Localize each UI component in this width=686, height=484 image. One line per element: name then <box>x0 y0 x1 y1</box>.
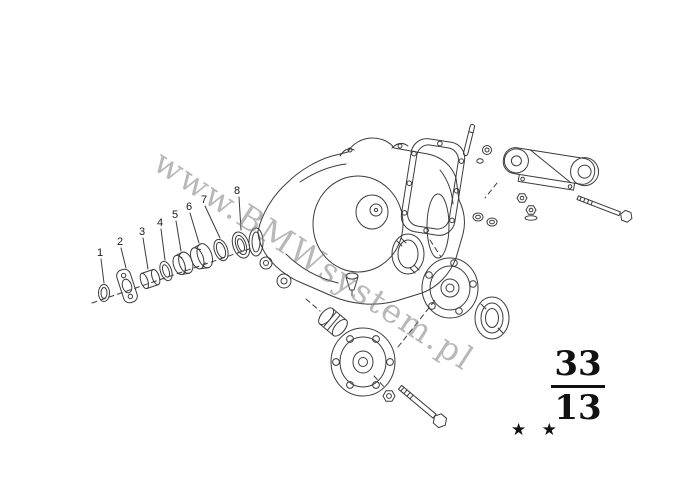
callout-4: 4 <box>157 217 163 229</box>
callout-7: 7 <box>201 194 207 206</box>
part-bearing-inner <box>172 251 194 276</box>
fraction-line <box>551 384 605 388</box>
part-shaft-seal <box>231 231 251 259</box>
breather-valve <box>345 272 359 297</box>
output-shaft-seal <box>474 296 510 340</box>
part-spacer-sleeve <box>139 268 161 290</box>
mount-stud-pin <box>462 123 476 157</box>
callout-5: 5 <box>172 209 178 221</box>
section-reference: 33 13 <box>551 346 605 426</box>
spline-shaft <box>318 307 348 337</box>
flange-bolt <box>397 384 447 429</box>
part-bearing-outer <box>190 243 214 270</box>
small-washers <box>472 212 498 227</box>
callout-6: 6 <box>186 201 192 213</box>
flange-nut <box>382 390 396 402</box>
drive-flange <box>318 307 396 397</box>
mount-bolt-top <box>476 145 492 164</box>
callout-3: 3 <box>139 226 145 238</box>
section-sub-number: 13 <box>554 387 602 428</box>
rear-cover-gasket <box>400 138 466 236</box>
part-lock-ring <box>98 284 110 302</box>
callout-leaders <box>100 196 242 284</box>
part-spacer-ring <box>213 238 229 262</box>
differential-housing <box>248 137 465 305</box>
callout-labels: 1 2 3 4 5 6 7 8 <box>97 185 240 259</box>
part-small-flange <box>116 268 138 304</box>
part-washer <box>159 260 173 282</box>
rear-axle-mount <box>502 147 600 191</box>
mount-nuts <box>516 193 538 221</box>
callout-1: 1 <box>97 247 103 259</box>
output-bearing <box>391 233 425 275</box>
callout-2: 2 <box>117 236 123 248</box>
quality-stars: ★ ★ <box>511 420 562 440</box>
mount-bolt-long <box>576 195 633 223</box>
callout-8: 8 <box>234 185 240 197</box>
section-main-number: 33 <box>554 344 602 384</box>
output-flange <box>421 257 479 319</box>
